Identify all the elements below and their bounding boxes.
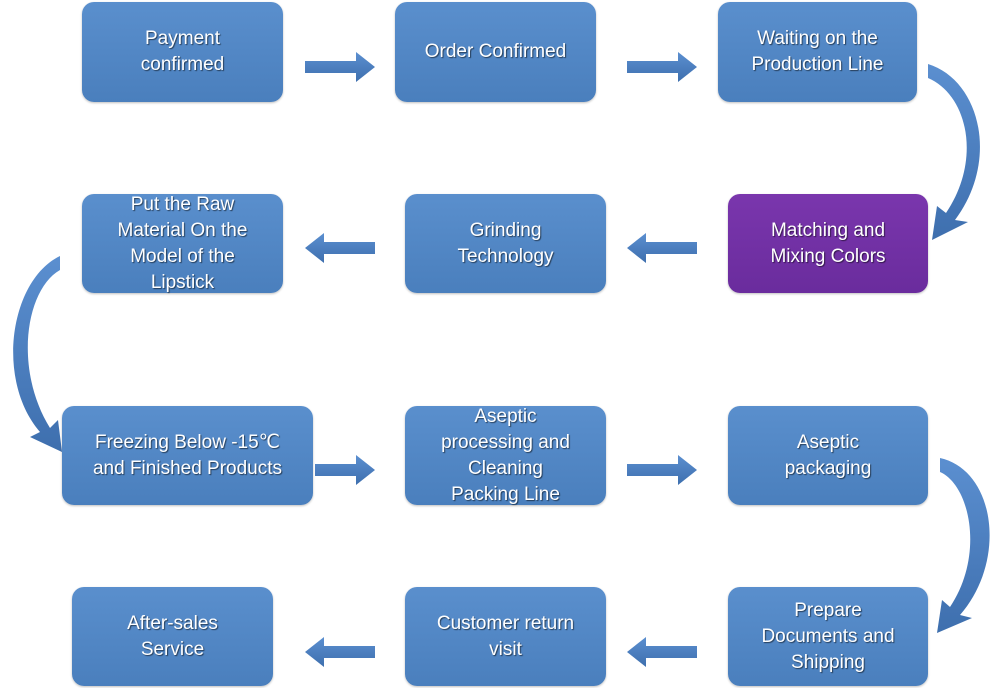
- step-matching-mixing-colors: Matching and Mixing Colors: [728, 194, 928, 293]
- curved-arrow-9-10: [937, 458, 990, 633]
- curved-arrow-3-4: [928, 64, 980, 240]
- step-aseptic-processing: Aseptic processing and Cleaning Packing …: [405, 406, 606, 505]
- step-freezing-finished-products: Freezing Below -15℃ and Finished Product…: [62, 406, 313, 505]
- step-grinding-technology: Grinding Technology: [405, 194, 606, 293]
- step-order-confirmed: Order Confirmed: [395, 2, 596, 102]
- arrow-right-1-2: [305, 52, 375, 82]
- arrow-right-7-8: [315, 455, 375, 485]
- arrow-right-2-3: [627, 52, 697, 82]
- arrow-left-11-12: [305, 637, 375, 667]
- arrow-left-5-6: [305, 233, 375, 263]
- step-after-sales-service: After-sales Service: [72, 587, 273, 686]
- step-waiting-production-line: Waiting on the Production Line: [718, 2, 917, 102]
- step-prepare-documents-shipping: Prepare Documents and Shipping: [728, 587, 928, 686]
- arrow-right-8-9: [627, 455, 697, 485]
- step-customer-return-visit: Customer return visit: [405, 587, 606, 686]
- step-aseptic-packaging: Aseptic packaging: [728, 406, 928, 505]
- arrow-left-10-11: [627, 637, 697, 667]
- arrow-left-4-5: [627, 233, 697, 263]
- curved-arrow-6-7: [13, 256, 62, 452]
- step-payment-confirmed: Payment confirmed: [82, 2, 283, 102]
- step-raw-material-model: Put the Raw Material On the Model of the…: [82, 194, 283, 293]
